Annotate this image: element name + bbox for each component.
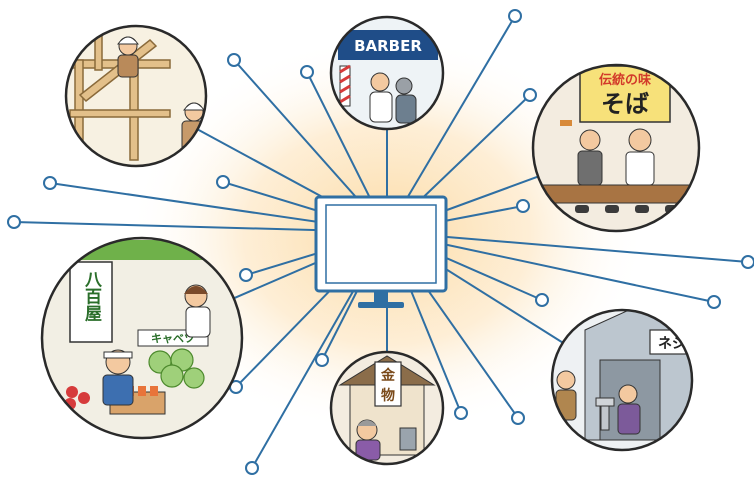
construction-scene bbox=[64, 24, 208, 168]
endpoint-node bbox=[43, 176, 57, 190]
endpoint-nodes bbox=[7, 9, 754, 475]
endpoint-node bbox=[227, 53, 241, 67]
endpoint-node bbox=[216, 175, 230, 189]
barber-sign-board bbox=[338, 30, 438, 60]
soba-scene-border bbox=[531, 63, 701, 233]
screw-factory-scene: ネジ bbox=[550, 308, 694, 452]
greengrocer-scene-border bbox=[40, 236, 244, 440]
soba-banner-top: 伝統の味 bbox=[599, 72, 651, 88]
endpoint-node bbox=[741, 255, 754, 269]
grocer-sign-text: 八百屋 bbox=[81, 271, 102, 323]
soba-banner-main: そば bbox=[601, 90, 649, 118]
hardware-sign-line1: 金 bbox=[380, 367, 396, 384]
endpoint-node bbox=[508, 9, 522, 23]
endpoint-node bbox=[523, 88, 537, 102]
barber-scene-border bbox=[329, 15, 445, 131]
endpoint-node bbox=[707, 295, 721, 309]
monitor-stand bbox=[358, 302, 404, 308]
endpoint-node bbox=[300, 65, 314, 79]
endpoint-node bbox=[245, 461, 259, 475]
endpoint-node bbox=[511, 411, 525, 425]
hardware-scene-border bbox=[329, 350, 445, 466]
computer-monitor-icon bbox=[314, 195, 448, 308]
endpoint-node bbox=[7, 215, 21, 229]
barber-scene: BARBER bbox=[329, 15, 445, 131]
grocer-sign-board bbox=[69, 261, 113, 343]
construction-scene-border bbox=[64, 24, 208, 168]
hardware-sign-board bbox=[374, 361, 402, 407]
barber-sign-text: BARBER bbox=[354, 37, 422, 55]
greengrocer-scene: 八百屋 キャベツ bbox=[40, 236, 244, 440]
endpoint-node bbox=[454, 406, 468, 420]
soba-scene: 伝統の味 そば bbox=[531, 63, 701, 233]
hardware-scene: 金 物 bbox=[329, 350, 445, 466]
endpoint-node bbox=[535, 293, 549, 307]
endpoint-node bbox=[516, 199, 530, 213]
endpoint-node bbox=[315, 353, 329, 367]
hardware-sign-line2: 物 bbox=[381, 387, 395, 404]
screw-icon bbox=[595, 397, 615, 431]
screw-factory-scene-border bbox=[550, 308, 694, 452]
produce-label-text: キャベツ bbox=[151, 332, 195, 345]
monitor-screen bbox=[325, 204, 437, 284]
monitor-neck bbox=[374, 291, 388, 302]
endpoint-node bbox=[239, 268, 253, 282]
